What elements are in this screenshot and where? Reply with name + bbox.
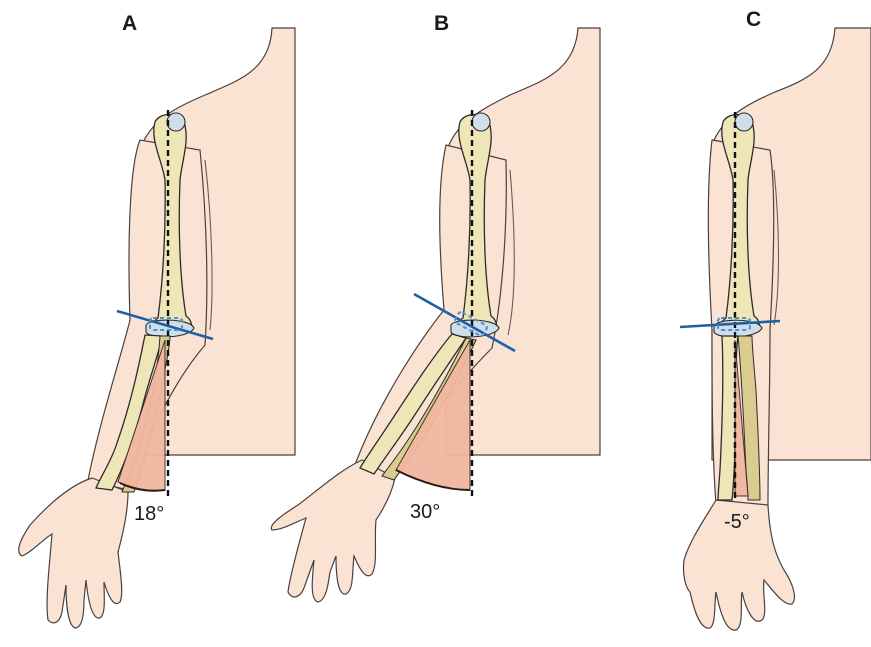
- panel-label-a: A: [122, 12, 137, 35]
- hand-c: [682, 499, 796, 631]
- panel-label-b: B: [434, 12, 449, 35]
- panel-a: A 18°: [18, 12, 296, 629]
- angle-arc-a: [119, 482, 166, 492]
- angle-label-c: -5°: [724, 511, 750, 533]
- hand-b: [270, 459, 396, 603]
- angle-label-b: 30°: [410, 501, 440, 523]
- arm-crease-b: [507, 169, 515, 336]
- angle-arc-b: [395, 469, 471, 491]
- elbow-joint-line-b: [413, 292, 516, 353]
- humeral-head-a: [166, 112, 186, 132]
- elbow-joint-line-c: [679, 319, 781, 329]
- humeral-head-b: [471, 112, 491, 132]
- panel-label-c: C: [746, 8, 761, 31]
- humeral-head-c: [734, 112, 754, 132]
- elbow-joint-line-a: [116, 309, 214, 341]
- radius-c: [737, 335, 761, 501]
- panel-b: B 30°: [270, 12, 601, 603]
- arm-crease-a: [204, 159, 213, 331]
- panel-c: C -5°: [679, 8, 871, 631]
- hand-a: [18, 477, 129, 629]
- angle-label-a: 18°: [134, 503, 164, 525]
- arm-crease-c: [773, 169, 780, 326]
- ulna-a: [95, 334, 163, 491]
- ulna-b: [359, 333, 468, 475]
